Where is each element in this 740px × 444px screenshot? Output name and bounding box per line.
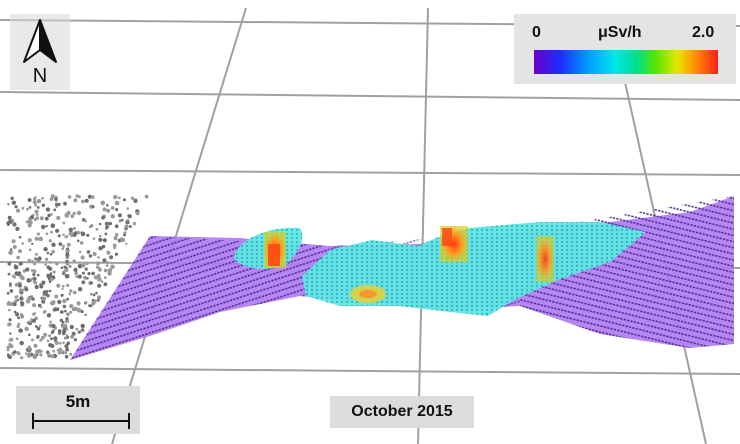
scale-tick-right bbox=[128, 413, 130, 429]
scale-tick-left bbox=[32, 413, 34, 429]
scale-label: 5m bbox=[65, 392, 91, 411]
north-arrow: N bbox=[10, 14, 70, 90]
vegetation-points bbox=[6, 194, 149, 360]
legend-min: 0 bbox=[532, 24, 541, 41]
legend-unit: μSv/h bbox=[598, 24, 642, 41]
scale-bar: 5m bbox=[16, 386, 140, 434]
dose-rate-legend: 0 μSv/h 2.0 bbox=[514, 14, 736, 84]
dose-hot-spots bbox=[264, 226, 554, 303]
legend-color-bar bbox=[534, 50, 718, 74]
north-arrow-icon bbox=[23, 19, 57, 63]
scale-line bbox=[33, 420, 129, 422]
grid-lines bbox=[0, 7, 740, 444]
date-label: October 2015 bbox=[330, 396, 474, 428]
legend-max: 2.0 bbox=[692, 24, 715, 41]
north-label: N bbox=[32, 65, 48, 87]
